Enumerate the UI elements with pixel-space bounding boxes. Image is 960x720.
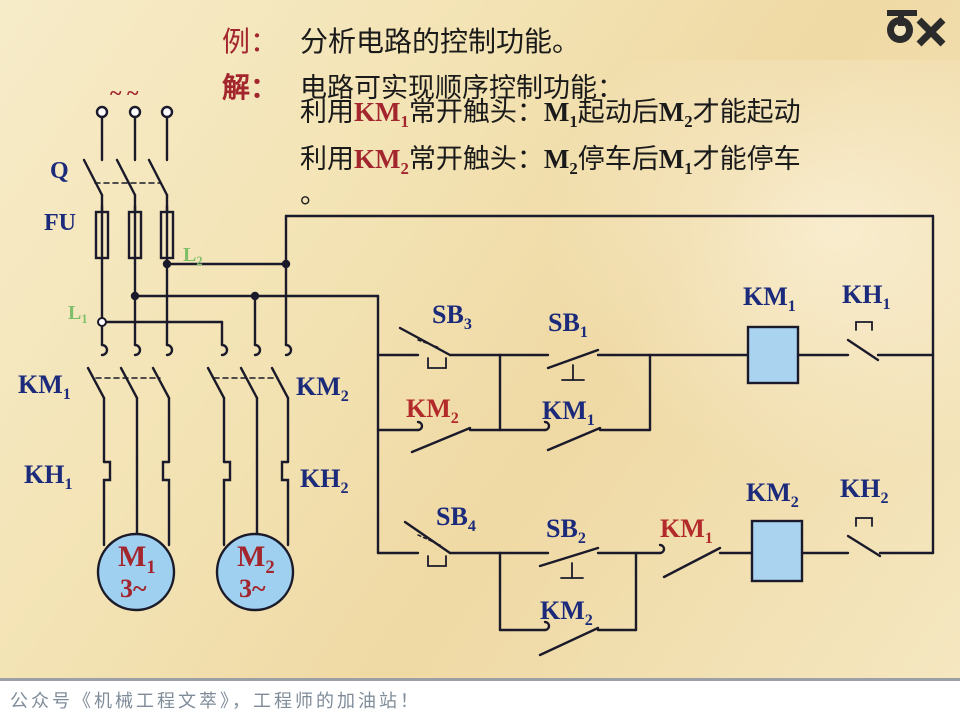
motor-m1 — [96, 532, 176, 612]
solution-line3: 利用KM2常开触头：M2停车后M1才能停车 — [300, 144, 801, 178]
sb3-label: SB3 — [432, 300, 472, 333]
sb2-label: SB2 — [546, 514, 586, 547]
km1-coil-label: KM1 — [743, 282, 796, 315]
kh2-main-label: KH2 — [300, 464, 349, 497]
motor-m1-phase: 3~ — [120, 574, 147, 603]
footer-text: 公众号《机械工程文萃》，工程师的加油站！ — [10, 691, 421, 712]
motor-m2-phase: 3~ — [239, 574, 266, 603]
kh2-contact-label: KH2 — [840, 474, 889, 507]
kh1-contact-label: KH1 — [842, 280, 891, 313]
example-label: 例： — [222, 25, 279, 58]
solution-line2: 利用KM1常开触头：M1起动后M2才能起动 — [300, 97, 801, 131]
km2-interlock-label: KM2 — [406, 394, 459, 427]
motor-m2-label: M2 — [237, 540, 275, 578]
solution-line4: 。 — [300, 179, 327, 210]
sb4-label: SB4 — [436, 502, 476, 535]
motor-m1-label: M1 — [118, 540, 156, 578]
km2-coil-label: KM2 — [746, 478, 799, 511]
km2-selfhold-label: KM2 — [540, 596, 593, 629]
line-l2-label: L2 — [183, 244, 203, 269]
supply-tilde-label: ~ ~ — [110, 80, 139, 105]
solution-line1: 电路可实现顺序控制功能： — [300, 73, 624, 104]
kh1-main-label: KH1 — [24, 460, 73, 493]
fuse-fu-label: FU — [44, 210, 76, 236]
sb1-label: SB1 — [548, 308, 588, 341]
switch-q-label: Q — [50, 158, 69, 184]
km1-selfhold-label: KM1 — [542, 396, 595, 429]
example-text: 分析电路的控制功能。 — [300, 25, 581, 58]
line-l1-label: L1 — [68, 302, 88, 327]
solution-label: 解： — [222, 71, 279, 104]
km2-main-label: KM2 — [296, 372, 349, 405]
km1-main-label: KM1 — [18, 370, 71, 403]
footer-bar: 公众号《机械工程文萃》，工程师的加油站！ — [0, 678, 960, 720]
motor-m2 — [215, 532, 295, 612]
km1-interlock-label: KM1 — [660, 514, 713, 547]
